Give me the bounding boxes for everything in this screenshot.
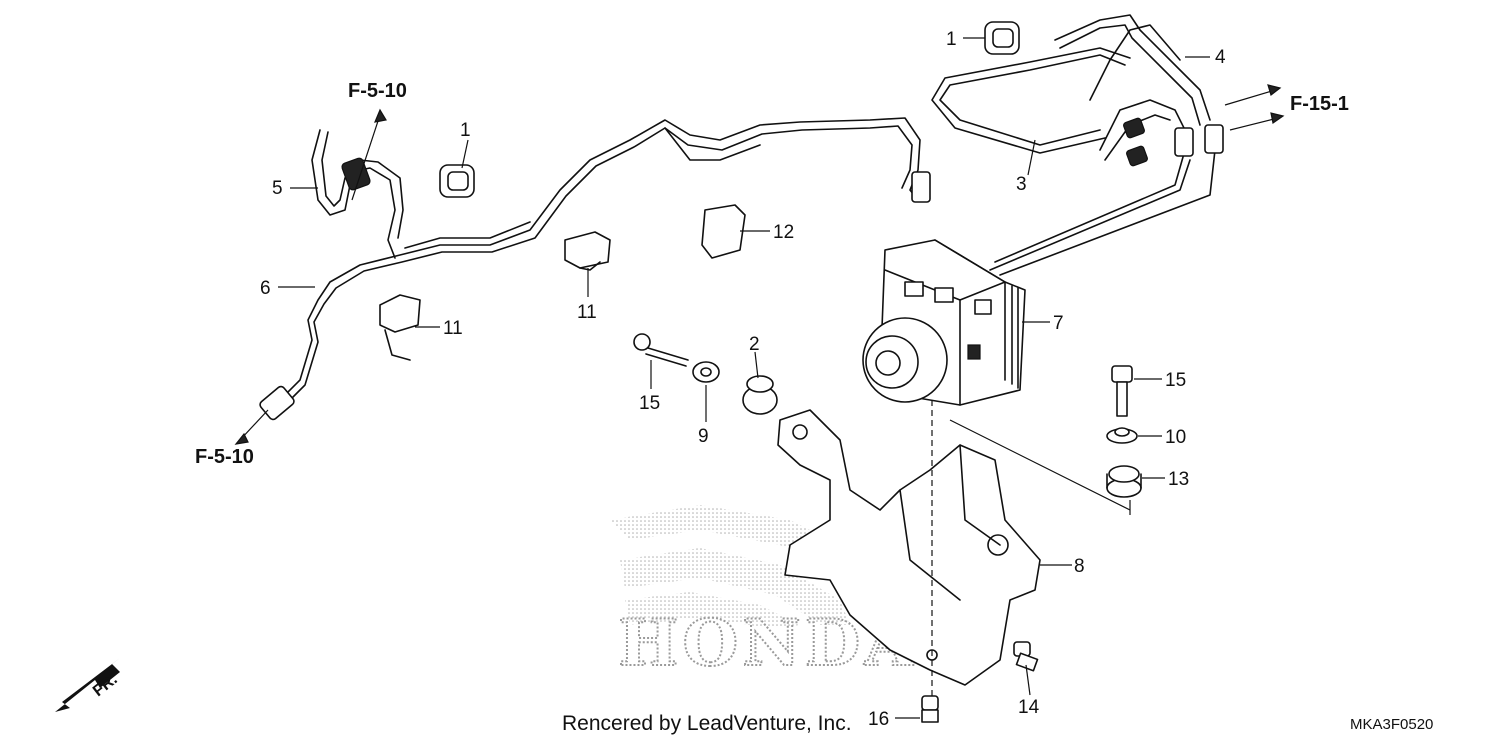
callout-16: 16 — [868, 709, 889, 730]
callout-11-mid: 11 — [577, 302, 597, 323]
callout-14: 14 — [1018, 697, 1040, 718]
callout-2: 2 — [749, 334, 760, 355]
abs-bracket — [777, 409, 1041, 686]
reference-labels: F-5-10 F-5-10 F-15-1 — [195, 80, 1349, 468]
callout-1-left: 1 — [460, 120, 471, 141]
callouts: 1 1 2 3 4 5 6 7 8 9 10 11 11 12 13 14 15… — [260, 29, 1226, 730]
front-label: FR. — [90, 671, 121, 700]
bolt-15-right — [1111, 365, 1133, 417]
ref-f-5-10-top: F-5-10 — [348, 80, 407, 102]
callout-7: 7 — [1053, 313, 1064, 334]
callout-15-right: 15 — [1165, 370, 1186, 391]
clamp-11-mid — [564, 231, 611, 271]
callout-5: 5 — [272, 178, 283, 199]
callout-15-left: 15 — [639, 393, 660, 414]
ref-f-15-1: F-15-1 — [1290, 93, 1349, 115]
diagram-code: MKA3F0520 — [1350, 716, 1433, 733]
bolt-14 — [1013, 641, 1039, 672]
bolt-16 — [921, 695, 939, 723]
callout-8: 8 — [1074, 556, 1085, 577]
front-indicator: FR. — [55, 658, 121, 712]
callout-10: 10 — [1165, 427, 1186, 448]
clamp-11-left — [379, 294, 421, 361]
grommet-2 — [742, 375, 778, 415]
collar-10 — [1106, 427, 1138, 444]
footer-credit: Rencered by LeadVenture, Inc. — [562, 712, 852, 735]
pipe-clamp-1-left — [439, 164, 475, 198]
ref-f-5-10-bottom: F-5-10 — [195, 446, 254, 468]
callout-13: 13 — [1168, 469, 1189, 490]
abs-modulator-unit — [862, 239, 1026, 406]
guide-lines — [931, 400, 1131, 700]
callout-4: 4 — [1215, 47, 1226, 68]
callout-3: 3 — [1016, 174, 1027, 195]
callout-6: 6 — [260, 278, 271, 299]
grommet-13 — [1106, 465, 1142, 498]
front-arrow-icon — [55, 658, 120, 712]
leader-lines — [234, 37, 1285, 719]
callout-9: 9 — [698, 426, 709, 447]
bolt-15-left — [633, 333, 689, 367]
brake-pipes — [259, 14, 1224, 421]
clamp-12 — [701, 204, 746, 259]
callout-11-left: 11 — [443, 318, 463, 339]
callout-1-top: 1 — [946, 29, 957, 50]
collar-9 — [692, 361, 720, 383]
callout-12: 12 — [773, 222, 794, 243]
pipe-clamp-1-top — [984, 21, 1020, 55]
